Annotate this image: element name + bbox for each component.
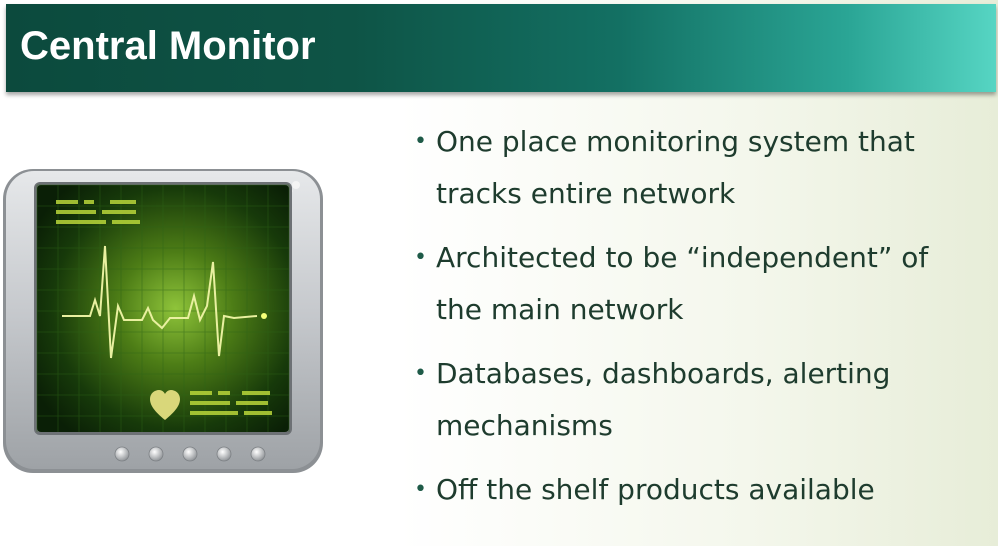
bullet-item: • Databases, dashboards, alerting mechan…	[410, 348, 990, 452]
monitor-screen	[34, 182, 292, 435]
bullet-line: Off the shelf products available	[436, 473, 875, 506]
bullet-line: Architected to be “independent” of	[436, 241, 929, 274]
heartbeat-monitor-icon	[3, 169, 323, 473]
heart-icon	[150, 390, 180, 420]
title-bar: Central Monitor	[6, 4, 996, 92]
bullet-dot: •	[414, 361, 427, 386]
monitor-control-buttons	[114, 446, 266, 462]
bullet-line: mechanisms	[436, 409, 613, 442]
slide-title: Central Monitor	[20, 24, 316, 68]
bullet-dot: •	[414, 129, 427, 154]
bullet-line: Databases, dashboards, alerting	[436, 357, 891, 390]
bullet-list: • One place monitoring system that track…	[410, 116, 990, 528]
bullet-item: • Off the shelf products available	[410, 464, 990, 516]
bullet-item: • Architected to be “independent” of the…	[410, 232, 990, 336]
bullet-dot: •	[414, 245, 427, 270]
bullet-line: the main network	[436, 293, 684, 326]
bullet-dot: •	[414, 477, 427, 502]
bullet-line: One place monitoring system that	[436, 125, 915, 158]
readout-text-marks	[56, 200, 272, 415]
heartbeat-trace	[62, 245, 258, 359]
bullet-item: • One place monitoring system that track…	[410, 116, 990, 220]
bullet-line: tracks entire network	[436, 177, 736, 210]
